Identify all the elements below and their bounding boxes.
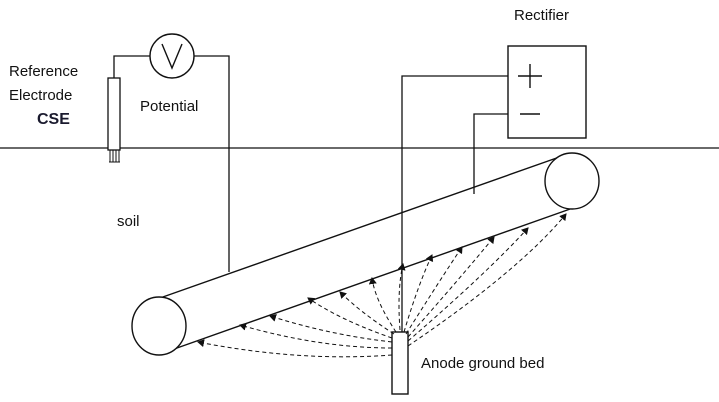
current-arrow <box>407 227 529 342</box>
current-arrow <box>339 291 395 335</box>
current-arrow <box>403 254 434 333</box>
current-arrow <box>197 339 393 358</box>
rectifier-box <box>507 45 587 139</box>
current-arrow <box>407 213 567 347</box>
electrode-tip <box>109 150 120 163</box>
voltmeter-v-icon <box>149 33 195 79</box>
anode-ground-bed <box>391 331 409 395</box>
soil-label: soil <box>117 213 140 230</box>
pipe-test-lead-wire <box>194 55 230 272</box>
pipe-right-end <box>544 152 600 210</box>
cse-label: CSE <box>37 111 70 128</box>
rectifier-label: Rectifier <box>514 7 570 24</box>
current-arrow <box>368 277 397 333</box>
current-arrow <box>239 322 393 349</box>
pipeline <box>131 152 600 356</box>
reference-lead-wire <box>113 55 150 78</box>
reference-electrode <box>107 77 121 151</box>
current-arrow <box>407 236 495 338</box>
pipe-negative-wire <box>473 113 508 194</box>
anode-label: Anode ground bed <box>421 355 545 372</box>
current-arrow <box>405 246 463 335</box>
reference-label-line1: Reference <box>9 63 79 80</box>
anode-positive-wire <box>401 75 508 334</box>
potential-label: Potential <box>140 98 199 115</box>
current-arrow <box>397 263 406 331</box>
current-flow-arrows <box>197 213 567 358</box>
reference-label-line2: Electrode <box>9 87 73 104</box>
voltmeter-v-mark <box>161 43 183 70</box>
pipe-left-end <box>131 296 187 356</box>
current-arrow <box>307 297 393 339</box>
